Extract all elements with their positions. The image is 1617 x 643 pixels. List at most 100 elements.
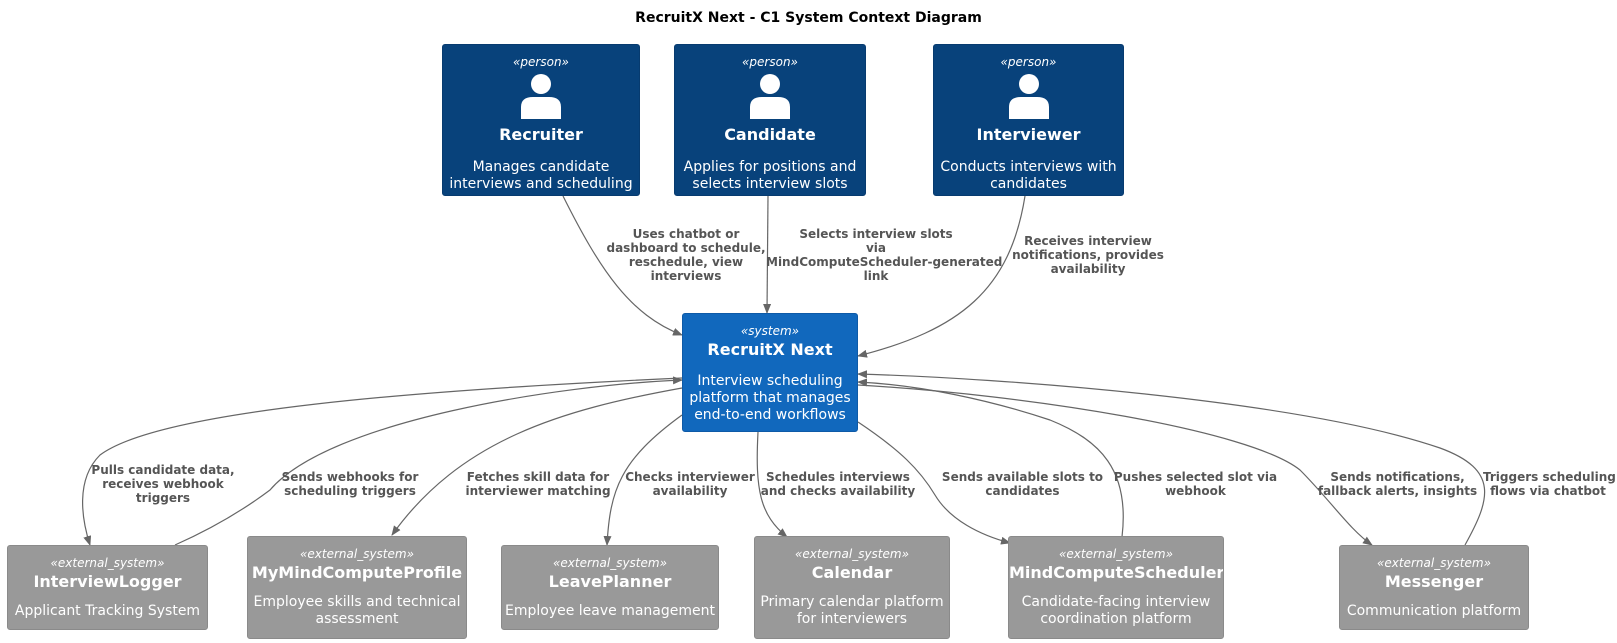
stereotype-label: «external_system» — [553, 556, 667, 570]
person-description-line: Applies for positions and — [683, 159, 857, 175]
relation-label-line: Checks interviewer — [625, 470, 755, 484]
stereotype-label: «person» — [513, 55, 569, 69]
edge-recruiter-to-system — [562, 195, 683, 336]
stereotype-label: «person» — [742, 55, 798, 69]
relation-label-line: receives webhook — [102, 477, 224, 491]
external-system-description-line: Employee leave management — [505, 603, 715, 619]
relation-label-interviewer-receives: Receives interview notifications, provid… — [1008, 234, 1168, 276]
relation-label-line: fallback alerts, insights — [1317, 484, 1478, 498]
relation-label-line: webhook — [1165, 484, 1226, 498]
stereotype-label: «external_system» — [300, 547, 414, 561]
external-system-description-line: Primary calendar platform — [760, 594, 944, 610]
relation-label-candidate-selects: Selects interview slots via MindComputeS… — [766, 227, 1003, 283]
relation-label-line: and checks availability — [760, 484, 916, 498]
relation-label-line: notifications, provides — [1012, 248, 1164, 262]
edge-system-to-interviewlogger — [82, 377, 683, 546]
relation-label-line: Schedules interviews — [766, 470, 910, 484]
relation-label-line: candidates — [985, 484, 1060, 498]
relation-label-line: Pulls candidate data, — [91, 463, 235, 477]
relation-label-line: MindComputeScheduler-generated — [766, 255, 1003, 269]
relation-label-schedules-interviews: Schedules interviews and checks availabi… — [758, 470, 918, 498]
relation-label-line: link — [863, 269, 889, 283]
relation-label-sends-notifications: Sends notifications, fallback alerts, in… — [1315, 470, 1480, 498]
edge-system-to-leaveplanner — [603, 414, 683, 546]
system-description-line: end-to-end workflows — [694, 407, 846, 423]
person-description-line: selects interview slots — [692, 176, 848, 192]
edge-system-to-messenger — [857, 384, 1373, 546]
external-system-name: MindComputeScheduler — [1009, 563, 1224, 582]
edge-system-to-calendar — [756, 431, 788, 538]
person-description-line: interviews and scheduling — [449, 176, 633, 192]
relation-label-line: scheduling triggers — [284, 484, 416, 498]
relation-label-line: Fetches skill data for — [466, 470, 610, 484]
edge-mindcomputescheduler-to-system — [857, 378, 1124, 538]
person-name: Recruiter — [499, 125, 583, 144]
relation-label-line: Triggers scheduling — [1483, 470, 1616, 484]
external-system-messenger[interactable]: «external_system» Messenger Communicatio… — [1339, 545, 1529, 630]
system-recruitx-next[interactable]: «system» RecruitX Next Interview schedul… — [682, 313, 858, 432]
relation-label-line: via — [865, 241, 887, 255]
edge-interviewer-to-system — [857, 195, 1026, 358]
relation-label-line: Pushes selected slot via — [1113, 470, 1278, 484]
relation-label-checks-availability: Checks interviewer availability — [620, 470, 760, 498]
external-system-name: Calendar — [811, 563, 893, 582]
relation-label-line: Sends notifications, — [1330, 470, 1465, 484]
person-icon — [521, 74, 561, 119]
stereotype-label: «external_system» — [50, 556, 165, 570]
external-system-name: LeavePlanner — [548, 572, 672, 591]
relation-label-line: Uses chatbot or — [632, 227, 740, 241]
relation-label-sends-webhooks: Sends webhooks for scheduling triggers — [275, 470, 425, 498]
relation-label-line: dashboard to schedule, — [606, 241, 766, 255]
external-system-interviewlogger[interactable]: «external_system» InterviewLogger Applic… — [7, 545, 208, 630]
person-recruiter[interactable]: «person» Recruiter Manages candidate int… — [442, 44, 640, 196]
edge-messenger-to-system — [857, 370, 1486, 546]
person-icon — [750, 74, 790, 119]
person-description-line: Manages candidate — [472, 159, 610, 175]
external-system-name: Messenger — [1384, 572, 1484, 591]
external-system-leaveplanner[interactable]: «external_system» LeavePlanner Employee … — [501, 545, 719, 630]
person-name: Candidate — [724, 125, 816, 144]
external-system-name: MyMindComputeProfile — [251, 563, 463, 582]
person-interviewer[interactable]: «person» Interviewer Conducts interviews… — [933, 44, 1124, 196]
relation-label-line: availability — [652, 484, 728, 498]
external-system-description-line: Employee skills and technical — [253, 594, 461, 610]
relation-label-line: Selects interview slots — [799, 227, 953, 241]
system-name: RecruitX Next — [707, 340, 833, 359]
stereotype-label: «external_system» — [1059, 547, 1173, 561]
external-system-description-line: Candidate-facing interview — [1021, 594, 1211, 610]
relation-label-line: interviewer matching — [465, 484, 611, 498]
system-description-line: platform that manages — [689, 390, 851, 406]
person-icon — [1008, 74, 1049, 119]
external-system-description-line: Communication platform — [1346, 603, 1522, 619]
stereotype-label: «external_system» — [1377, 556, 1491, 570]
external-system-mymindcomputeprofile[interactable]: «external_system» MyMindComputeProfile E… — [247, 536, 467, 639]
person-description-line: candidates — [990, 176, 1067, 192]
person-candidate[interactable]: «person» Candidate Applies for positions… — [674, 44, 866, 196]
relation-label-pulls-candidate-data: Pulls candidate data, receives webhook t… — [88, 463, 238, 505]
edge-interviewlogger-to-system — [174, 376, 683, 546]
stereotype-label: «person» — [1000, 55, 1057, 69]
diagram-title: RecruitX Next - C1 System Context Diagra… — [635, 10, 982, 26]
relation-label-sends-available-slots: Sends available slots to candidates — [940, 470, 1105, 498]
stereotype-label: «system» — [740, 324, 800, 338]
relation-label-line: Sends available slots to — [941, 470, 1104, 484]
relation-label-pushes-selected-slot: Pushes selected slot via webhook — [1113, 470, 1278, 498]
relation-label-line: reschedule, view — [628, 255, 744, 269]
external-system-description-line: assessment — [315, 611, 399, 627]
external-system-name: InterviewLogger — [33, 572, 182, 591]
edge-candidate-to-system — [763, 195, 772, 314]
relation-label-triggers-scheduling: Triggers scheduling flows via chatbot — [1483, 470, 1616, 498]
relation-label-recruiter-uses: Uses chatbot or dashboard to schedule, r… — [606, 227, 766, 283]
external-system-mindcomputescheduler[interactable]: «external_system» MindComputeScheduler C… — [1008, 536, 1224, 639]
external-system-calendar[interactable]: «external_system» Calendar Primary calen… — [754, 536, 950, 639]
relation-label-line: flows via chatbot — [1490, 484, 1606, 498]
relation-label-fetches-skill-data: Fetches skill data for interviewer match… — [463, 470, 613, 498]
relation-label-line: interviews — [650, 269, 722, 283]
edge-system-to-mymindcomputeprofile — [391, 387, 683, 536]
relation-label-line: triggers — [135, 491, 191, 505]
person-description-line: Conducts interviews with — [940, 159, 1117, 175]
system-description-line: Interview scheduling — [697, 373, 843, 389]
person-name: Interviewer — [976, 125, 1081, 144]
external-system-description-line: coordination platform — [1040, 611, 1192, 627]
